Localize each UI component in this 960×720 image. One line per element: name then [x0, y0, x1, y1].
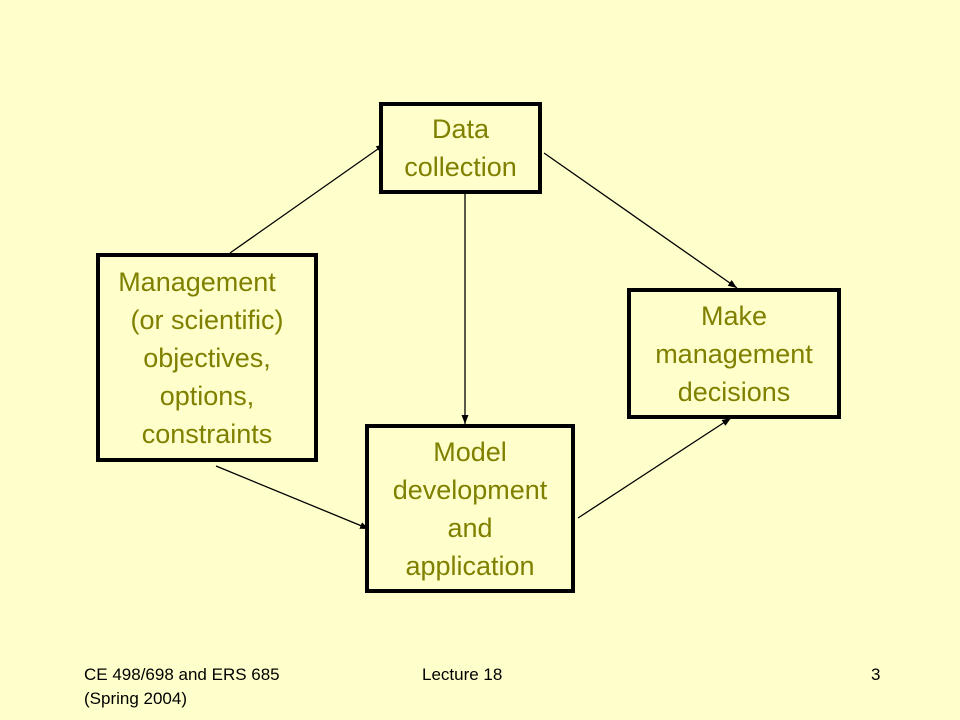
data-collection-box: Data collection	[379, 102, 542, 194]
node-label-line: constraints	[141, 418, 273, 449]
arrow-data-to-decisions	[543, 152, 738, 289]
node-label-line: collection	[404, 152, 517, 182]
node-label-line: Make	[700, 300, 768, 331]
node-label-line: decisions	[677, 376, 791, 407]
node-label-line: and	[447, 512, 493, 543]
node-label-line: options,	[159, 380, 255, 411]
arrow-model-to-decisions	[577, 417, 732, 519]
footer-lecture: Lecture 18	[422, 665, 503, 684]
node-label-line: Data	[431, 114, 490, 144]
node-label-line: (or scientific)	[130, 304, 284, 335]
node-label-line: development	[392, 474, 548, 505]
node-label-line: management	[655, 338, 813, 369]
make-decisions-box: Make management decisions	[627, 288, 841, 419]
node-label-line: Model	[433, 436, 507, 467]
node-label-line: application	[405, 550, 535, 581]
arrow-objectives-to-model	[215, 465, 370, 530]
footer-course: CE 498/698 and ERS 685 (Spring 2004)	[84, 665, 280, 708]
management-objectives-box: Management (or scientific) objectives, o…	[96, 253, 318, 462]
model-development-box: Model development and application	[365, 424, 575, 593]
node-label-line: Management	[118, 266, 276, 297]
arrow-objectives-to-data	[229, 143, 386, 254]
footer-page-number: 3	[871, 665, 881, 684]
node-label-line: objectives,	[143, 342, 271, 373]
